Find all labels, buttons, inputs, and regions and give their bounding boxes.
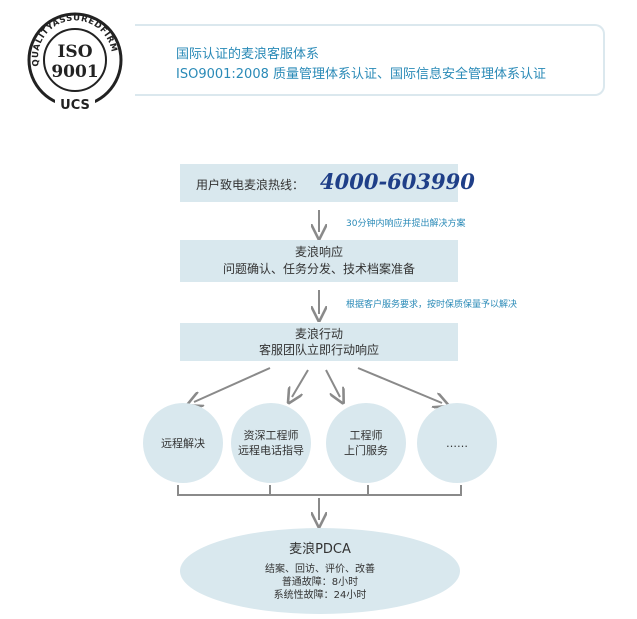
seal-9001-text: 9001 (51, 62, 98, 82)
resolution-note: 根据客户服务要求，按时保质保量予以解决 (346, 300, 518, 310)
option-engineer-phone: 资深工程师 远程电话指导 (231, 403, 311, 483)
option-sublabel: 上门服务 (344, 444, 388, 457)
seal-iso-text: ISO (57, 42, 92, 62)
hotline-number: 4000-603990 (320, 169, 475, 194)
pdca-line: 结案、回访、评价、改善 (265, 563, 375, 575)
option-remote-resolve: 远程解决 (143, 403, 223, 483)
option-label: 远程解决 (161, 436, 205, 450)
merge-bracket (177, 485, 462, 496)
option-sublabel: 远程电话指导 (238, 444, 304, 457)
pdca-line: 普通故障：8小时 (281, 576, 359, 588)
action-title: 麦浪行动 (294, 327, 343, 341)
response-detail: 问题确认、任务分发、技术档案准备 (222, 262, 415, 276)
pdca-title: 麦浪PDCA (289, 541, 351, 557)
action-box: 麦浪行动 客服团队立即行动响应 (180, 323, 458, 361)
option-label: 工程师 (349, 429, 383, 442)
arrow-to-onsite (325, 369, 340, 397)
iso-9001-seal: QUALITYASSUREDFIRM ISO 9001 UCS (27, 12, 123, 113)
option-more: …… (417, 403, 497, 483)
seal-ucs-text: UCS (60, 98, 90, 113)
option-label: …… (446, 436, 468, 450)
certification-standards: ISO9001:2008 质量管理体系认证、国际信息安全管理体系认证 (176, 67, 546, 82)
option-label: 资深工程师 (243, 429, 299, 442)
certification-title: 国际认证的麦浪客服体系 (176, 47, 320, 62)
pdca-ellipse: 麦浪PDCA 结案、回访、评价、改善 普通故障：8小时 系统性故障：24小时 (180, 528, 460, 614)
arrow-to-more (357, 367, 442, 403)
response-time-note: 30分钟内响应并提出解决方案 (346, 219, 466, 229)
hotline-label: 用户致电麦浪热线： (196, 178, 305, 192)
arrow-to-engineer-phone (292, 369, 309, 397)
action-detail: 客服团队立即行动响应 (258, 343, 379, 357)
hotline-box: 用户致电麦浪热线： 4000-603990 (180, 164, 475, 202)
response-title: 麦浪响应 (294, 245, 343, 259)
response-box: 麦浪响应 问题确认、任务分发、技术档案准备 (180, 240, 458, 282)
certification-panel (135, 24, 605, 96)
option-onsite-engineer: 工程师 上门服务 (326, 403, 406, 483)
pdca-line: 系统性故障：24小时 (273, 589, 367, 601)
arrow-to-remote (194, 367, 271, 402)
